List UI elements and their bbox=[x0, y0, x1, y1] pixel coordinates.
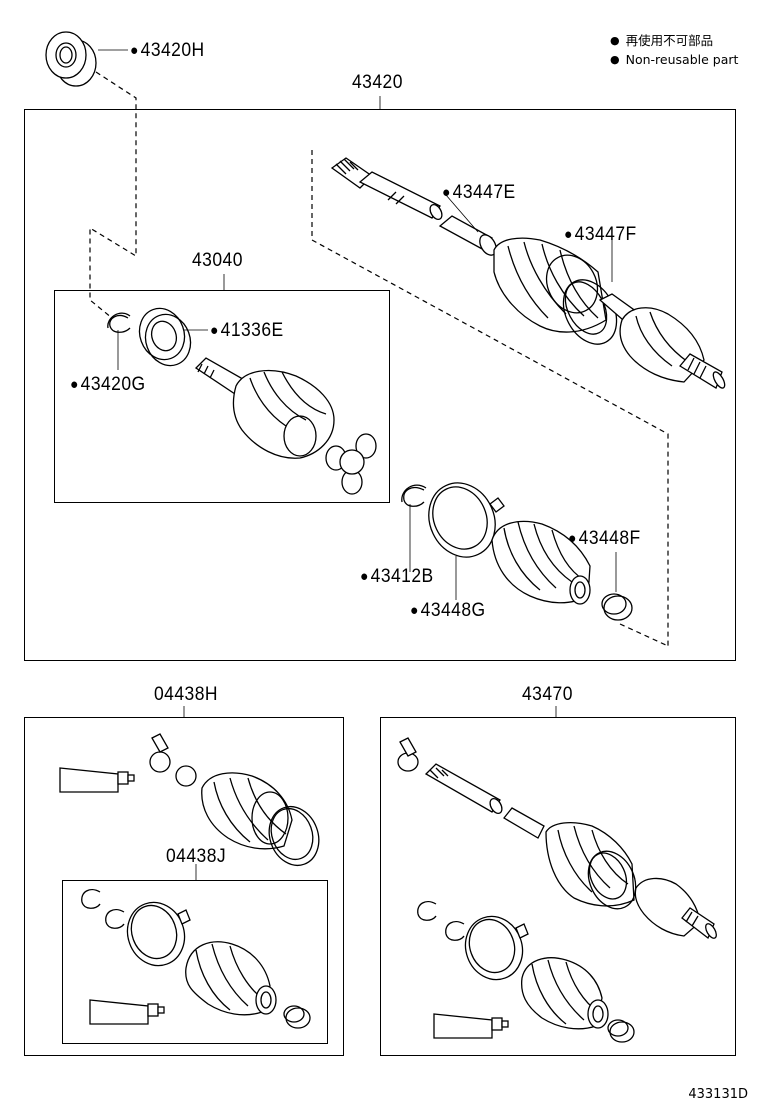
box-43040 bbox=[54, 290, 390, 503]
label-43448g: 43448G bbox=[410, 600, 486, 622]
label-43420g: 43420G bbox=[70, 374, 146, 396]
legend: 再使用不可部品 Non-reusable part bbox=[610, 32, 739, 70]
label-04438j: 04438J bbox=[166, 846, 227, 867]
snap-ring-43420g bbox=[107, 312, 131, 333]
inner-boot bbox=[491, 520, 591, 605]
label-43470: 43470 bbox=[522, 684, 573, 705]
label-43420h: 43420H bbox=[130, 40, 205, 62]
label-43420: 43420 bbox=[352, 72, 403, 93]
drive-shaft-assembly bbox=[330, 157, 726, 389]
seal-41336e bbox=[138, 307, 192, 367]
grease-tube-j bbox=[89, 999, 165, 1025]
outer-boot-h bbox=[201, 772, 320, 867]
box-43420 bbox=[24, 109, 736, 661]
label-04438h: 04438H bbox=[154, 684, 218, 705]
dashed-link-shaft bbox=[311, 150, 669, 646]
boot-kit-43470 bbox=[417, 900, 635, 1043]
label-43447f: 43447F bbox=[564, 224, 637, 246]
clamp-small-h bbox=[149, 733, 197, 787]
label-43447e: 43447E bbox=[442, 182, 516, 204]
inner-boot-j bbox=[185, 941, 277, 1016]
drive-shaft-assembly-43470 bbox=[397, 737, 717, 940]
box-04438h bbox=[24, 717, 344, 1056]
label-43412b: 43412B bbox=[360, 566, 434, 588]
box-43470 bbox=[380, 717, 736, 1056]
boot-clamp-43448f bbox=[601, 593, 633, 621]
legend-line-jp: 再使用不可部品 bbox=[610, 32, 738, 51]
diagram-code: 433131D bbox=[688, 1087, 748, 1102]
box-04438j bbox=[62, 880, 328, 1044]
clamp-ring-j bbox=[126, 901, 191, 967]
tripod-joint bbox=[325, 433, 377, 495]
label-41336e: 41336E bbox=[210, 320, 284, 342]
boot-clamp-43448g bbox=[428, 482, 505, 558]
grease-tube-h bbox=[59, 767, 135, 793]
dashed-link-seal bbox=[89, 71, 137, 319]
inner-cv-joint-housing bbox=[194, 357, 335, 459]
label-43040: 43040 bbox=[192, 250, 243, 271]
snap-rings-j bbox=[81, 888, 125, 929]
snap-ring-43412b bbox=[401, 484, 427, 507]
clamp-small-j bbox=[283, 1005, 311, 1029]
label-43448f: 43448F bbox=[568, 528, 641, 550]
legend-line-en: Non-reusable part bbox=[610, 51, 739, 70]
oil-seal-43420h bbox=[45, 31, 97, 87]
